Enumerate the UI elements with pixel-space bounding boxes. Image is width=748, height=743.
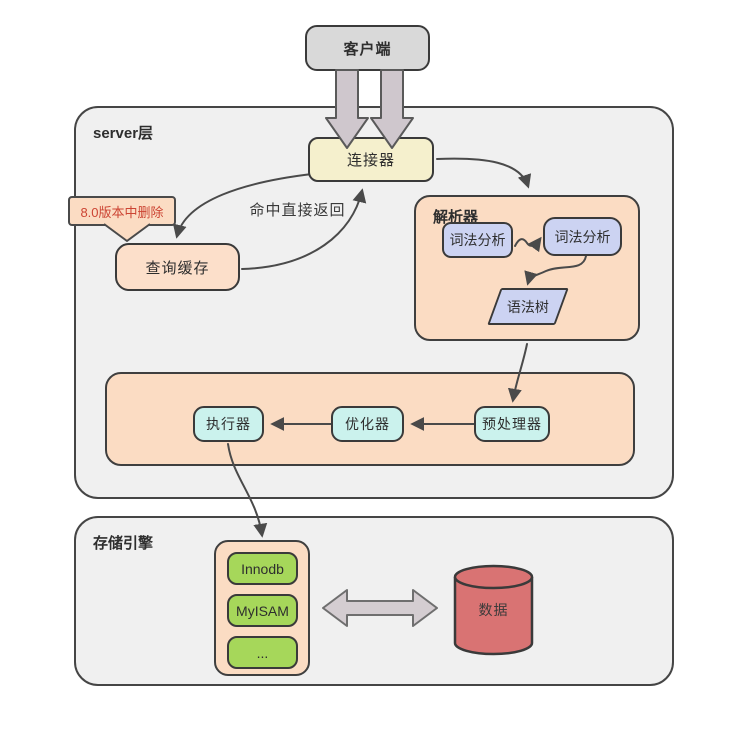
engine-myisam-label: MyISAM — [236, 602, 289, 619]
lexical-analysis-right-node: 词法分析 — [543, 217, 622, 256]
hit-return-label: 命中直接返回 — [249, 201, 346, 219]
deprecated-callout: 8.0版本中删除 — [68, 196, 176, 226]
lexical-analysis-right-label: 词法分析 — [554, 228, 611, 245]
preprocessor-node: 预处理器 — [474, 406, 550, 442]
deprecated-callout-label: 8.0版本中删除 — [80, 204, 164, 220]
optimizer-label: 优化器 — [345, 416, 390, 432]
server-layer-label: server层 — [93, 125, 154, 142]
preprocessor-label: 预处理器 — [482, 416, 542, 432]
syntax-tree-label: 语法树 — [507, 298, 549, 315]
lexical-analysis-left-node: 词法分析 — [442, 222, 513, 258]
executor-label: 执行器 — [206, 416, 251, 432]
query-cache-node: 查询缓存 — [115, 243, 240, 291]
lexical-analysis-left-label: 词法分析 — [449, 232, 506, 248]
engine-other-node: ... — [227, 636, 298, 669]
client-node-label: 客户端 — [343, 40, 392, 58]
storage-engine-container: 存储引擎 — [74, 516, 674, 686]
connector-node: 连接器 — [308, 137, 434, 182]
parser-label: 解析器 — [433, 209, 479, 226]
client-node: 客户端 — [305, 25, 430, 71]
storage-engine-label: 存储引擎 — [93, 535, 154, 552]
syntax-tree-node: 语法树 — [487, 288, 569, 325]
optimizer-node: 优化器 — [331, 406, 404, 442]
query-cache-node-label: 查询缓存 — [145, 259, 210, 277]
connector-node-label: 连接器 — [346, 152, 395, 169]
engine-myisam-node: MyISAM — [227, 594, 298, 627]
engine-other-label: ... — [256, 644, 269, 661]
engine-innodb-node: Innodb — [227, 552, 298, 585]
executor-node: 执行器 — [193, 406, 264, 442]
engine-innodb-label: Innodb — [241, 560, 284, 577]
database-label: 数据 — [478, 602, 509, 618]
